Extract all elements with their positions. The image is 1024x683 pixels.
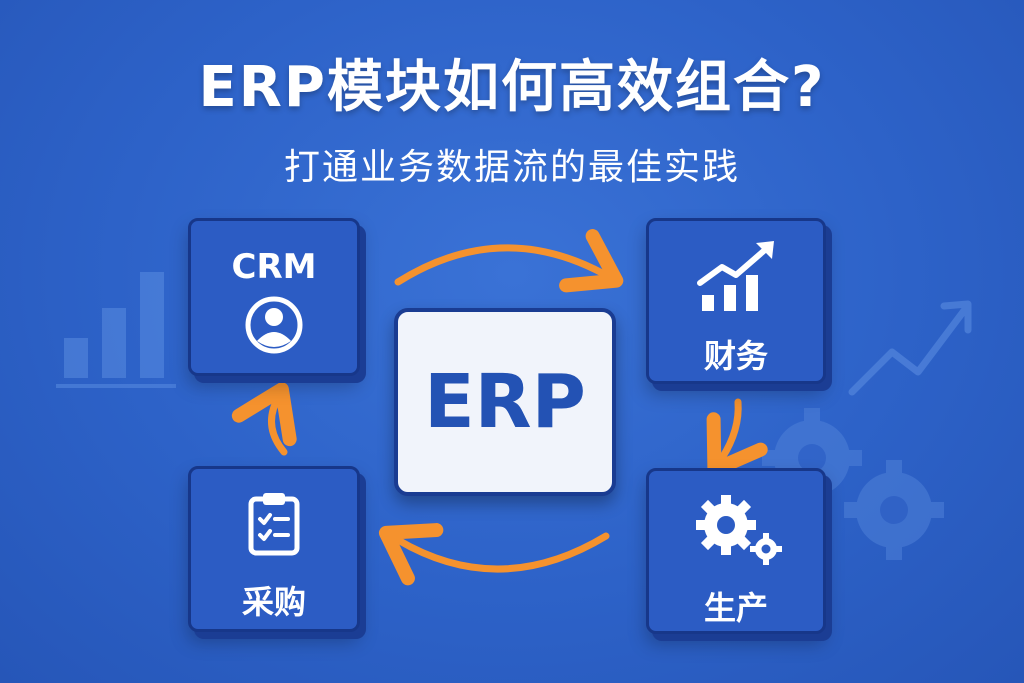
module-card-crm[interactable]: CRM [188,218,360,376]
module-label-finance: 财务 [703,337,768,375]
background-bar-chart-icon [56,272,176,388]
clipboard-icon [248,493,300,556]
chart-up-icon [697,241,774,311]
module-label-production: 生产 [703,589,768,627]
module-card-procurement[interactable]: 采购 [188,466,360,632]
page-subtitle: 打通业务数据流的最佳实践 [283,147,740,188]
module-label-procurement: 采购 [241,583,306,621]
page-title: ERP模块如何高效组合? [198,55,826,120]
user-icon [245,296,303,354]
module-label-crm: CRM [231,247,317,287]
gears-icon [696,495,782,565]
module-card-finance[interactable]: 财务 [646,218,826,384]
erp-center-card[interactable]: ERP [394,308,616,496]
background-trend-arrow-icon [848,300,972,396]
module-card-production[interactable]: 生产 [646,468,826,634]
erp-center-label: ERP [424,359,586,445]
